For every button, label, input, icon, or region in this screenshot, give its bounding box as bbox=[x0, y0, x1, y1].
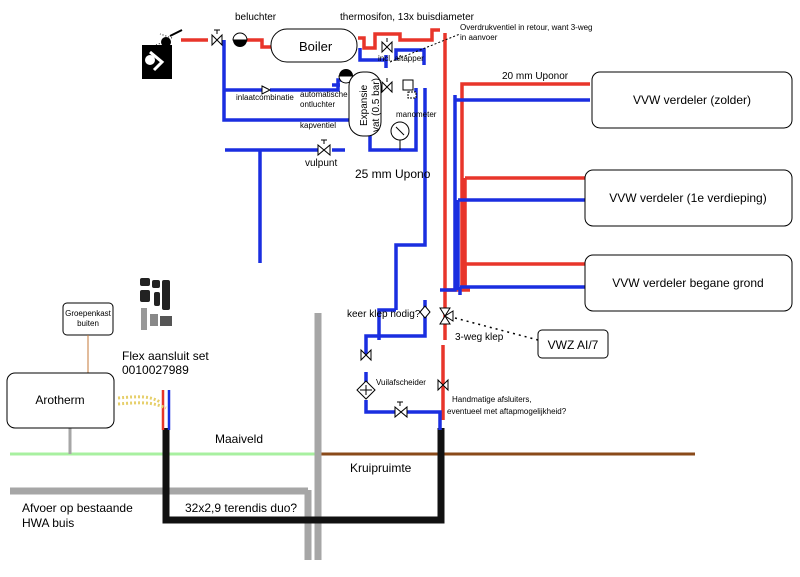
svg-text:VVW verdeler begane grond: VVW verdeler begane grond bbox=[612, 276, 763, 290]
inlaatcombinatie-label: inlaatcombinatie bbox=[236, 93, 294, 102]
terendis-label: 32x2,9 terendis duo? bbox=[185, 501, 297, 515]
drieweg-klep-label: 3-weg klep bbox=[455, 332, 504, 343]
flex-hose bbox=[117, 395, 167, 410]
keer-klep-icon bbox=[419, 305, 431, 319]
svg-text:VVW verdeler (1e verdieping): VVW verdeler (1e verdieping) bbox=[609, 191, 766, 205]
handmatige-label-2: eventueel met aftapmogelijkheid? bbox=[447, 407, 567, 416]
beluchter-label: beluchter bbox=[235, 12, 277, 23]
kruipruimte-label: Kruipruimte bbox=[350, 461, 412, 475]
groepenkast-box: Groepenkast buiten bbox=[62, 302, 114, 336]
vuilafscheider-label: Vuilafscheider bbox=[376, 378, 426, 387]
underground-duo-pipe bbox=[162, 428, 445, 524]
vwz-box: VWZ AI/7 bbox=[537, 329, 609, 359]
overdruk-label-1: Overdrukventiel in retour, want 3-weg bbox=[460, 23, 593, 32]
flex-label-1: Flex aansluit set bbox=[122, 349, 209, 363]
svg-text:VVW verdeler (zolder): VVW verdeler (zolder) bbox=[633, 93, 751, 107]
verdeler-1e-verdieping: VVW verdeler (1e verdieping) bbox=[584, 169, 793, 227]
handmatige-label-1: Handmatige afsluiters, bbox=[452, 395, 532, 404]
manometer-label: manometer bbox=[396, 110, 437, 119]
automatische-label-2: ontluchter bbox=[300, 100, 335, 109]
thermosifon-label: thermosifon, 13x buisdiameter bbox=[340, 12, 475, 23]
keer-klep-label: keer klep nodig? bbox=[347, 309, 421, 320]
valve-icon bbox=[211, 33, 449, 419]
incl-aftapper-label: incl. aftapper bbox=[378, 54, 424, 63]
boiler-label: Boiler bbox=[299, 39, 333, 54]
afvoer-label-2: HWA buis bbox=[22, 516, 74, 530]
svg-text:Arotherm: Arotherm bbox=[35, 393, 84, 407]
vuilafscheider-icon bbox=[356, 380, 376, 400]
uponor20-label: 20 mm Uponor bbox=[502, 71, 569, 82]
boiler: Boiler bbox=[270, 28, 358, 63]
inlaatcombinatie-icon bbox=[261, 85, 272, 95]
svg-text:Groepenkast: Groepenkast bbox=[65, 309, 112, 318]
kapventiel-label: kapventiel bbox=[300, 121, 336, 130]
beluchter-icon bbox=[232, 32, 248, 47]
automatische-label-1: automatische bbox=[300, 90, 348, 99]
shower-icon bbox=[142, 29, 183, 79]
svg-text:VWZ AI/7: VWZ AI/7 bbox=[548, 338, 599, 352]
expansie-label: Expansie bbox=[359, 84, 370, 126]
flex-set-icon bbox=[140, 278, 172, 330]
arotherm-box: Arotherm bbox=[6, 372, 115, 429]
vat-label: vat (0.5 bar) bbox=[371, 78, 382, 132]
overdruk-label-2: in aanvoer bbox=[460, 33, 498, 42]
drieweg-klep-icon bbox=[439, 307, 454, 325]
verdeler-zolder: VVW verdeler (zolder) bbox=[591, 71, 793, 129]
svg-text:buiten: buiten bbox=[77, 319, 99, 328]
aftapper-icon bbox=[402, 79, 417, 99]
uponor25-label: 25 mm Upono bbox=[355, 167, 431, 181]
verdeler-begane-grond: VVW verdeler begane grond bbox=[584, 254, 793, 312]
maaiveld-label: Maaiveld bbox=[215, 432, 263, 446]
vulpunt-label: vulpunt bbox=[305, 158, 337, 169]
afvoer-label-1: Afvoer op bestaande bbox=[22, 501, 133, 515]
expansievat: Expansie vat (0.5 bar) bbox=[348, 71, 382, 137]
flex-label-2: 0010027989 bbox=[122, 363, 189, 377]
manometer-icon bbox=[390, 121, 410, 150]
